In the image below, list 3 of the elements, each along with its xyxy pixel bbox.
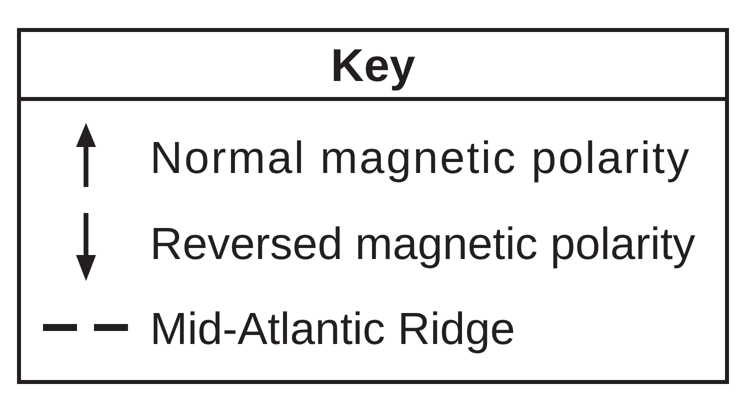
legend-label: Mid-Atlantic Ridge bbox=[150, 306, 516, 351]
legend-label: Reversed magnetic polarity bbox=[150, 221, 696, 266]
legend-label: Normal magnetic polarity bbox=[150, 135, 691, 180]
